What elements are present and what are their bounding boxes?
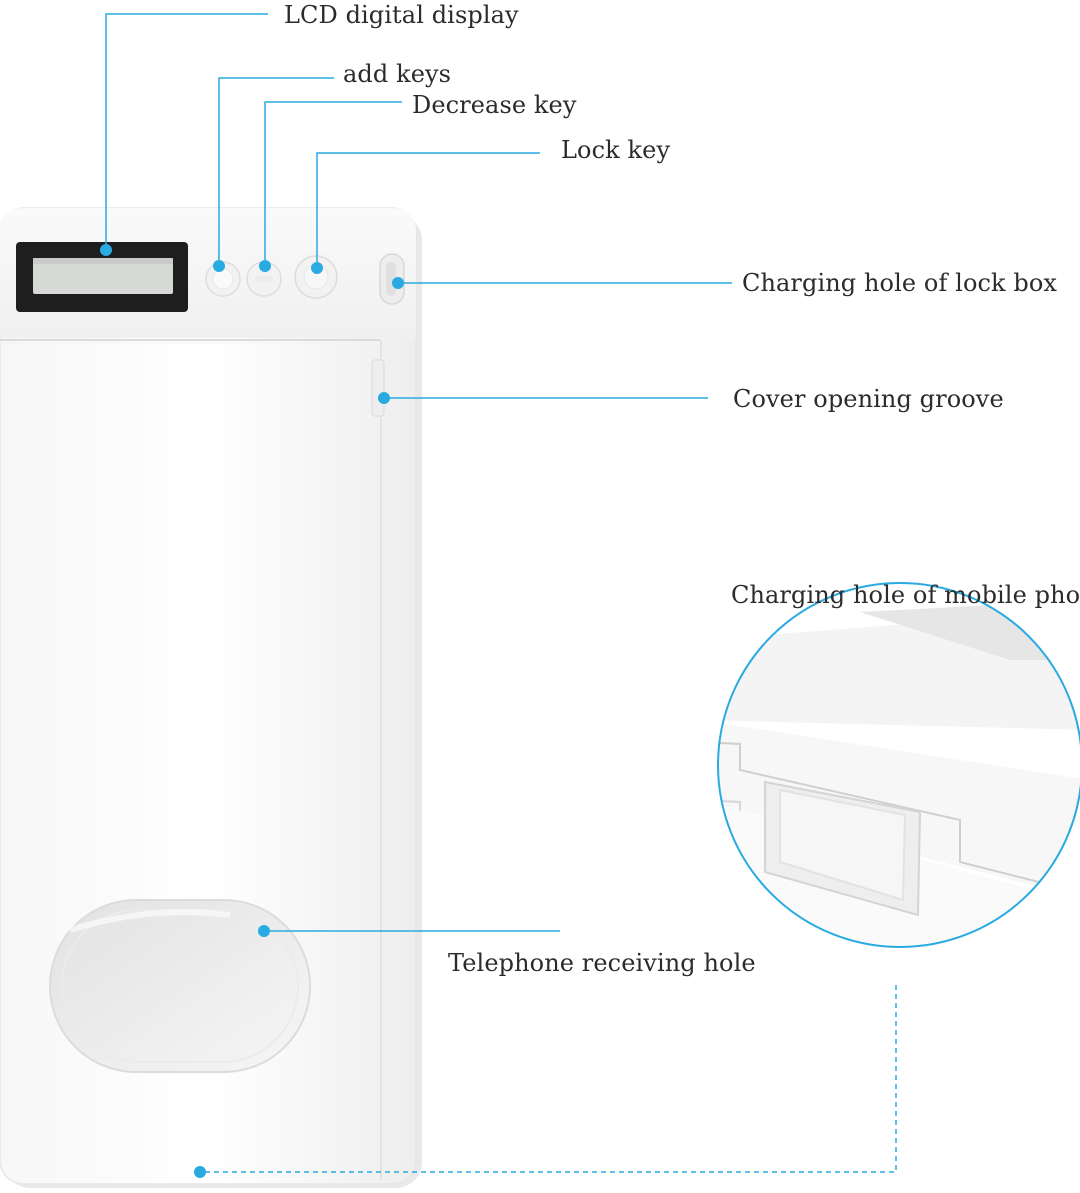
label-telephone-receiving-hole: Telephone receiving hole: [448, 949, 756, 977]
dot-add-keys: [213, 260, 225, 272]
callout-lock-line: [316, 152, 540, 268]
lock-box-device: [0, 207, 422, 1188]
label-lock-key: Lock key: [561, 136, 671, 164]
callout-decrease-line: [264, 101, 402, 266]
label-add-keys: add keys: [343, 60, 452, 88]
dot-phone-hole: [258, 925, 270, 937]
zoom-circle-outline: [717, 582, 1080, 948]
callout-dashed-line: [200, 985, 897, 1173]
label-charging-hole-mobile-phone: Charging hole of mobile phone: [731, 581, 1080, 609]
dot-lock-key: [311, 262, 323, 274]
lock-box-charging-port: [379, 253, 405, 305]
label-cover-opening-groove: Cover opening groove: [733, 385, 1004, 413]
dot-lockbox-charge: [392, 277, 404, 289]
callout-lcd-line: [105, 13, 268, 250]
cover-opening-groove: [371, 359, 385, 417]
lock-key-button: [294, 255, 338, 299]
callout-dots: [100, 244, 404, 1178]
dot-bottom: [194, 1166, 206, 1178]
add-key-button: [205, 261, 241, 297]
dot-groove: [378, 392, 390, 404]
decrease-key-button: [246, 261, 282, 297]
callout-add-keys-line: [218, 77, 334, 266]
lcd-screen: [16, 242, 188, 312]
callout-lines: [105, 13, 897, 1173]
dot-decrease-key: [259, 260, 271, 272]
dot-lcd: [100, 244, 112, 256]
zoom-detail-circle: [717, 582, 1080, 948]
phone-charging-port: [764, 780, 922, 917]
label-decrease-key: Decrease key: [412, 91, 577, 119]
label-lcd-display: LCD digital display: [284, 1, 519, 29]
label-charging-hole-lock-box: Charging hole of lock box: [742, 269, 1058, 297]
telephone-receiving-hole: [49, 899, 311, 1073]
